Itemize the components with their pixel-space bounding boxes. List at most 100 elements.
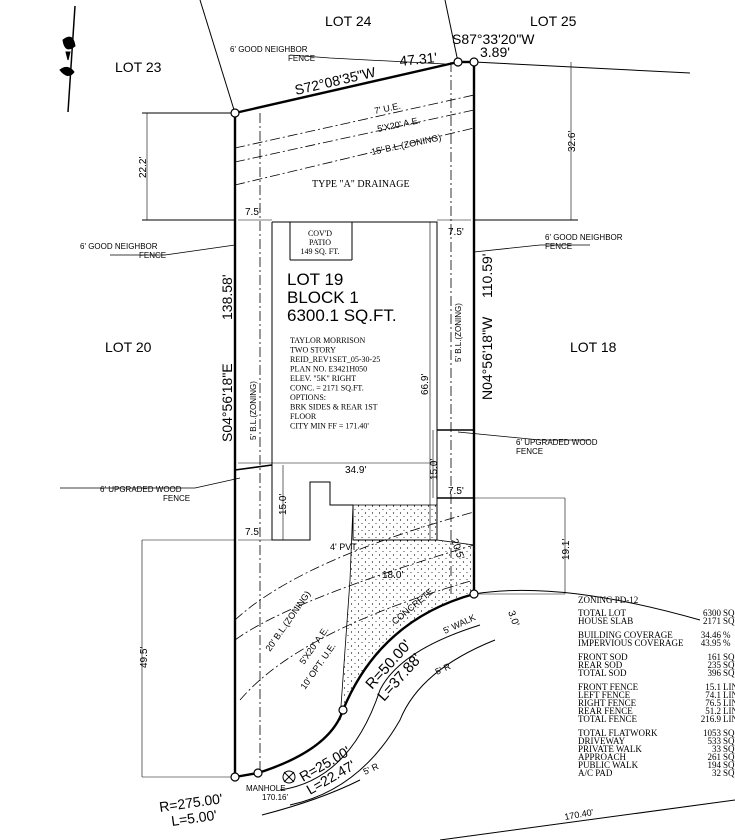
zoning-row-unit: LIN. FT. bbox=[723, 690, 735, 700]
dim-15-0-left: 15.0' bbox=[278, 494, 289, 515]
radius-5-bottom-label: 5' R bbox=[362, 761, 381, 777]
subject-area-label: 6300.1 SQ.FT. bbox=[287, 306, 397, 325]
rear-left-distance: 47.31' bbox=[399, 49, 438, 69]
house-footprint bbox=[271, 221, 438, 541]
dim-7-5-mid-left: 7.5' bbox=[245, 527, 261, 538]
right-side-bearing: N04°56'18"W bbox=[479, 316, 495, 400]
zoning-row-label: REAR FENCE bbox=[578, 706, 633, 716]
fence-right-line2: FENCE bbox=[545, 242, 572, 251]
bl-20-label: 20' B.L.(ZONING) bbox=[263, 589, 312, 653]
lot-18-label: LOT 18 bbox=[570, 339, 617, 355]
house-note-line: PLAN NO. E3421H050 bbox=[290, 365, 367, 374]
pvt-label: 4' PVT. bbox=[330, 542, 358, 552]
fence-right-line1: 6' GOOD NEIGHBOR bbox=[545, 233, 623, 242]
zoning-row-value: 161 bbox=[707, 652, 722, 662]
house-note-line: REID_REV1SET_05-30-25 bbox=[290, 355, 380, 364]
street-curbs bbox=[261, 589, 735, 840]
zoning-row-unit: SQ. YD. bbox=[723, 652, 735, 662]
fence-left-line2: FENCE bbox=[139, 251, 166, 260]
dim-7-5-mid-right: 7.5' bbox=[448, 486, 464, 497]
zoning-row-unit: LIN. FT. bbox=[723, 706, 735, 716]
wood-fence-left-line2: FENCE bbox=[163, 494, 190, 503]
house-note-line: OPTIONS: bbox=[290, 393, 326, 402]
rear-right-distance: 3.89' bbox=[480, 44, 510, 60]
bl-15-label: 15' B.L.(ZONING) bbox=[370, 132, 442, 157]
zoning-row-label: A/C PAD bbox=[578, 768, 613, 778]
lot-20-label: LOT 20 bbox=[105, 339, 152, 355]
wood-fence-right-line2: FENCE bbox=[516, 447, 543, 456]
zoning-row-unit: SQ. FT. bbox=[723, 768, 735, 778]
zoning-row-unit: LIN. FT. bbox=[723, 714, 735, 724]
lot-24-label: LOT 24 bbox=[325, 13, 372, 29]
dim-22-2: 22.2' bbox=[138, 157, 149, 178]
zoning-row-value: 43.95 bbox=[700, 638, 721, 648]
bl-5-left-label: 5' B.L.(ZONING) bbox=[249, 381, 258, 440]
ue-7-label: 7' U.E. bbox=[373, 101, 401, 116]
zoning-row-value: 74.1 bbox=[705, 690, 721, 700]
zoning-row-unit: LIN. FT. bbox=[723, 682, 735, 692]
house-note-line: TWO STORY bbox=[290, 346, 336, 355]
house-note-line: CONC. = 2171 SQ.FT. bbox=[290, 384, 364, 393]
dim-7-5-top-right: 7.5' bbox=[448, 227, 464, 238]
house-note-line: BRK SIDES & REAR 1ST bbox=[290, 403, 378, 412]
zoning-row-unit: SQ. FT. bbox=[723, 744, 735, 754]
zoning-row-unit: SQ. FT. bbox=[723, 728, 735, 738]
patio-line3: 149 SQ. FT. bbox=[301, 247, 340, 256]
dim-15-0-right: 15.0' bbox=[429, 459, 440, 480]
zoning-row-value: 6300 bbox=[703, 608, 721, 618]
left-side-distance: 138.58' bbox=[219, 275, 235, 321]
zoning-row-value: 76.5 bbox=[705, 698, 721, 708]
patio-line1: COV'D bbox=[308, 229, 332, 238]
zoning-row-unit: SQ. FT. bbox=[723, 616, 735, 626]
zoning-row-label: APPROACH bbox=[578, 752, 627, 762]
curve-3-length: L=5.00' bbox=[170, 807, 218, 829]
zoning-row-label: TOTAL LOT bbox=[578, 608, 627, 618]
zoning-row-unit: % bbox=[723, 630, 731, 640]
fence-lines bbox=[234, 429, 474, 499]
zoning-row-label: TOTAL FLATWORK bbox=[578, 728, 658, 738]
house-note-line: ELEV. "5K" RIGHT bbox=[290, 374, 356, 383]
lot-25-label: LOT 25 bbox=[530, 13, 577, 29]
zoning-row-value: 15.1 bbox=[705, 682, 721, 692]
manhole-icon bbox=[282, 770, 296, 784]
leader-lines bbox=[60, 54, 590, 489]
zoning-row-unit: SQ. FT. bbox=[723, 760, 735, 770]
right-side-distance: 110.59' bbox=[479, 254, 495, 298]
dim-49-5: 49.5' bbox=[139, 647, 150, 668]
lot-23-label: LOT 23 bbox=[115, 59, 162, 75]
zoning-row-value: 235 bbox=[707, 660, 722, 670]
rear-right-bearing: S87°33'20"W bbox=[452, 31, 535, 47]
fence-left-line1: 6' GOOD NEIGHBOR bbox=[80, 242, 158, 251]
north-arrow-icon bbox=[59, 5, 76, 113]
fence-top-line1: 6' GOOD NEIGHBOR bbox=[230, 45, 308, 54]
zoning-row-value: 216.9 bbox=[700, 714, 721, 724]
zoning-row-label: DRIVEWAY bbox=[578, 736, 626, 746]
zoning-row-label: IMPERVIOUS COVERAGE bbox=[578, 638, 684, 648]
fence-top-line2: FENCE bbox=[288, 54, 315, 63]
wood-fence-left-line1: 6' UPGRADED WOOD bbox=[100, 485, 182, 494]
zoning-row-label: FRONT SOD bbox=[578, 652, 628, 662]
zoning-row-label: PRIVATE WALK bbox=[578, 744, 642, 754]
zoning-row-unit: SQ. FT. bbox=[723, 736, 735, 746]
zoning-row-value: 51.2 bbox=[705, 706, 721, 716]
ae-top-label: 5'X20' A.E. bbox=[376, 115, 421, 134]
zoning-row-unit: % bbox=[723, 638, 731, 648]
zoning-row-value: 194 bbox=[707, 760, 722, 770]
zoning-row-value: 34.46 bbox=[700, 630, 721, 640]
zoning-row-label: TOTAL SOD bbox=[578, 668, 627, 678]
zoning-row-label: REAR SOD bbox=[578, 660, 623, 670]
zoning-row-value: 261 bbox=[707, 752, 722, 762]
dim-3-0: 3.0' bbox=[505, 609, 521, 628]
zoning-row-unit: LIN. FT. bbox=[723, 698, 735, 708]
zoning-row-label: TOTAL FENCE bbox=[578, 714, 638, 724]
dim-18-0: 18.0' bbox=[382, 570, 403, 581]
manhole-elevation: 170.16' bbox=[262, 793, 288, 802]
subject-lot-label: LOT 19 bbox=[287, 270, 343, 289]
zoning-row-value: 533 bbox=[707, 736, 722, 746]
manhole-label: MANHOLE bbox=[246, 784, 286, 793]
left-side-bearing: S04°56'18"E bbox=[219, 363, 235, 442]
zoning-row-label: HOUSE SLAB bbox=[578, 616, 634, 626]
patio-line2: PATIO bbox=[309, 238, 331, 247]
zoning-row-unit: SQ. FT. bbox=[723, 608, 735, 618]
